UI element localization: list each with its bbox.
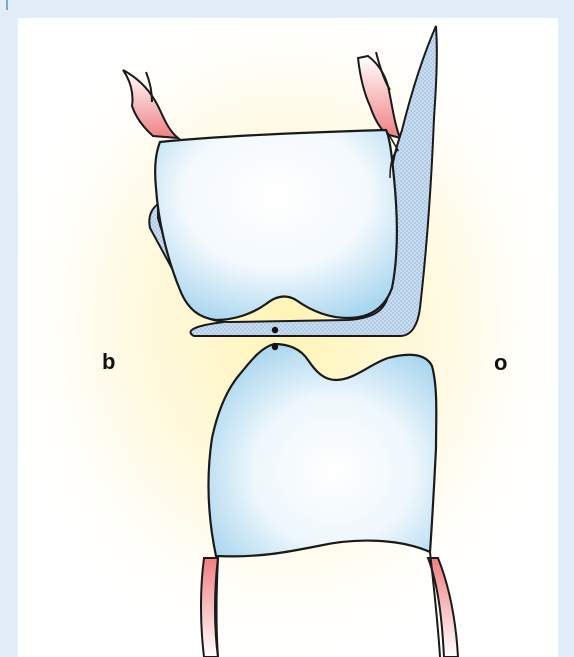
lower-tooth (209, 344, 437, 556)
illustration-frame: b o (18, 18, 558, 657)
tooth-occlusion-diagram (18, 18, 558, 657)
label-right: o (494, 352, 507, 374)
label-left: b (102, 351, 115, 373)
corner-mark (6, 0, 8, 10)
background-glow (18, 18, 558, 657)
upper-tooth (155, 130, 397, 320)
